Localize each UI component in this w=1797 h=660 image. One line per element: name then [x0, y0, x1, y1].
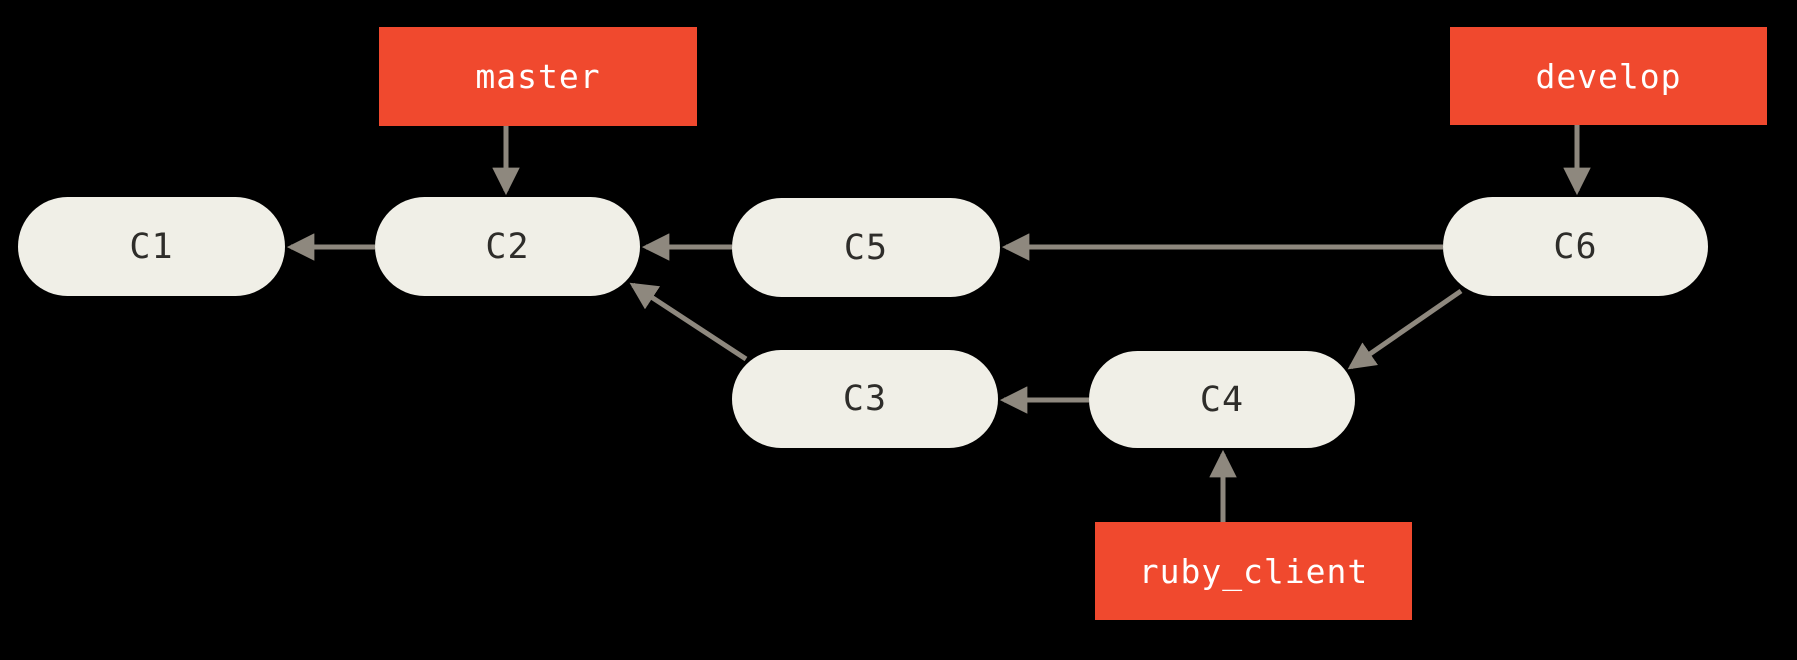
branch-label-master: master [379, 27, 697, 126]
edge-c6-to-c4 [1347, 288, 1463, 370]
commit-node-c6: C6 [1443, 197, 1708, 296]
commit-label-c1: C1 [129, 226, 174, 267]
commit-node-c5: C5 [732, 198, 1000, 297]
branch-name-master: master [475, 57, 601, 96]
commit-node-c2: C2 [375, 197, 640, 296]
commit-label-c3: C3 [842, 379, 888, 419]
commit-node-c1: C1 [18, 197, 285, 296]
commit-label-c5: C5 [843, 227, 889, 268]
branch-name-ruby-client: ruby_client [1138, 551, 1369, 591]
commit-label-c6: C6 [1553, 226, 1598, 267]
branch-name-develop: develop [1535, 56, 1682, 96]
commit-label-c4: C4 [1199, 379, 1245, 420]
branch-label-ruby-client: ruby_client [1095, 522, 1412, 620]
commit-node-c4: C4 [1089, 351, 1355, 448]
branch-label-develop: develop [1450, 27, 1767, 125]
commit-label-c2: C2 [485, 226, 530, 267]
edge-c3-to-c2 [629, 282, 748, 362]
commit-node-c3: C3 [732, 350, 998, 448]
